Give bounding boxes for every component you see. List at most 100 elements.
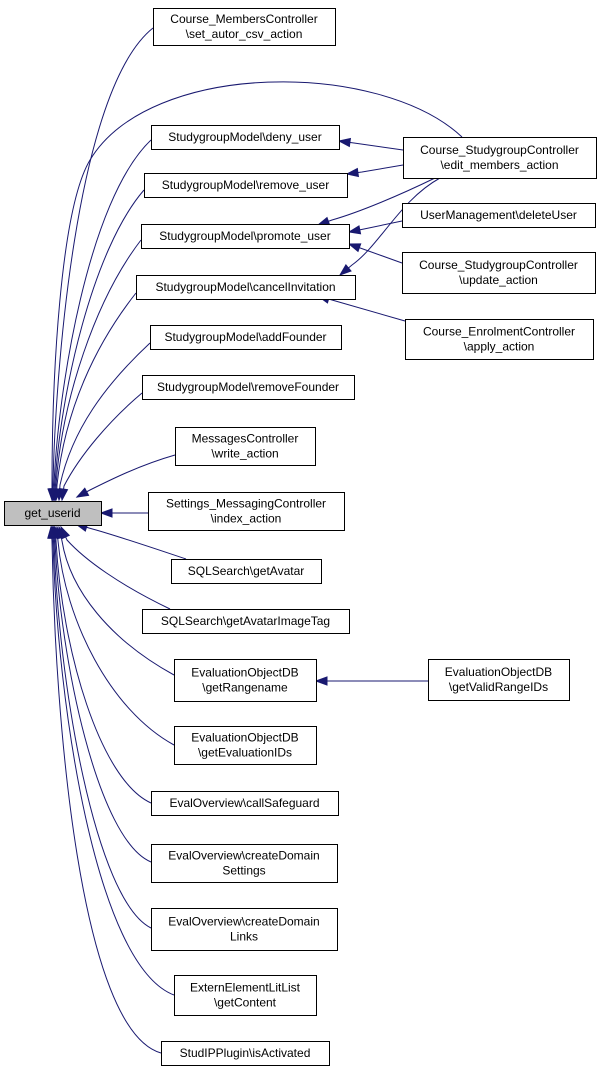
node-cancel-invitation[interactable]: StudygroupModel\cancelInvitation	[136, 275, 356, 300]
node-box	[151, 908, 338, 951]
edge-line	[51, 81, 463, 500]
edge-line	[75, 523, 187, 560]
node-label-line: \getEvaluationIDs	[198, 746, 292, 760]
arrow-head	[47, 488, 57, 502]
node-label-line: EvalOverview\callSafeguard	[169, 796, 319, 810]
node-label-line: Course_MembersController	[170, 12, 317, 26]
edge-eval_ids-to-get_userid	[53, 525, 175, 746]
node-members-csv[interactable]: Course_MembersController\set_autor_csv_a…	[153, 8, 336, 46]
node-label-line: SQLSearch\getAvatarImageTag	[161, 614, 330, 628]
node-label-line: \update_action	[459, 273, 538, 287]
edge-line	[61, 392, 143, 501]
edge-remove_founder-to-get_userid	[58, 392, 143, 502]
edge-line	[54, 526, 152, 804]
node-label-line: Course_StudygroupController	[420, 143, 579, 157]
node-box	[144, 173, 348, 198]
node-eval-rangename[interactable]: EvaluationObjectDB\getRangename	[174, 659, 317, 702]
node-label-line: \set_autor_csv_action	[186, 27, 303, 41]
node-deny-user[interactable]: StudygroupModel\deny_user	[151, 125, 340, 150]
edge-settings_messaging-to-get_userid	[99, 508, 148, 518]
edge-line	[317, 177, 436, 226]
edge-messages_write-to-get_userid	[75, 454, 176, 498]
node-remove-founder[interactable]: StudygroupModel\removeFounder	[142, 375, 355, 400]
edge-line	[55, 292, 137, 501]
node-extern-content[interactable]: ExternElementLitList\getContent	[174, 975, 317, 1016]
edge-remove_user-to-get_userid	[50, 189, 145, 502]
edge-line	[51, 27, 154, 501]
node-usermgmt-delete[interactable]: UserManagement\deleteUser	[402, 203, 596, 228]
node-box	[402, 203, 596, 228]
node-box	[174, 659, 317, 702]
node-box	[141, 224, 350, 249]
arrow-head	[47, 525, 57, 539]
node-sql-avatar[interactable]: SQLSearch\getAvatar	[171, 559, 322, 584]
node-box	[405, 319, 594, 360]
edge-line	[339, 177, 441, 276]
arrow-head	[58, 487, 69, 502]
node-box	[142, 375, 355, 400]
edge-line	[60, 526, 171, 610]
node-label-line: SQLSearch\getAvatar	[188, 564, 305, 578]
node-box	[428, 659, 570, 701]
node-get-userid[interactable]: get_userid	[4, 501, 102, 526]
edge-members_csv-to-get_userid	[48, 27, 154, 502]
node-settings-messaging[interactable]: Settings_MessagingController\index_actio…	[148, 492, 345, 531]
node-sg-update[interactable]: Course_StudygroupController\update_actio…	[402, 252, 596, 294]
node-label-line: \getRangename	[202, 681, 288, 695]
node-eval-valid-range[interactable]: EvaluationObjectDB\getValidRangeIDs	[428, 659, 570, 701]
edge-line	[52, 139, 152, 501]
edge-sql_avatar_tag-to-get_userid	[60, 525, 171, 610]
node-label-line: Settings	[222, 864, 265, 878]
edge-line	[56, 526, 175, 746]
node-label-line: MessagesController	[192, 432, 299, 446]
nodes-layer: get_userid Course_MembersController\set_a…	[4, 8, 597, 1066]
node-sg-edit-members[interactable]: Course_StudygroupController\edit_members…	[403, 137, 597, 179]
node-box	[161, 1041, 330, 1066]
node-add-founder[interactable]: StudygroupModel\addFounder	[150, 325, 342, 350]
node-box	[151, 791, 339, 816]
node-box	[403, 137, 597, 179]
edge-line	[51, 526, 175, 996]
edge-eval_domain_settings-to-get_userid	[50, 525, 152, 863]
arrow-head	[314, 676, 328, 686]
node-promote-user[interactable]: StudygroupModel\promote_user	[141, 224, 350, 249]
node-sql-avatar-tag[interactable]: SQLSearch\getAvatarImageTag	[142, 609, 350, 634]
node-label-line: \edit_members_action	[440, 158, 558, 172]
node-remove-user[interactable]: StudygroupModel\remove_user	[144, 173, 348, 198]
arrow-head	[75, 487, 90, 498]
node-box	[142, 609, 350, 634]
node-label-line: StudygroupModel\remove_user	[162, 178, 329, 192]
node-box	[174, 726, 317, 765]
node-eval-safeguard[interactable]: EvalOverview\callSafeguard	[151, 791, 339, 816]
edges-layer	[47, 27, 463, 1054]
node-box	[174, 975, 317, 1016]
node-box	[153, 8, 336, 46]
node-box	[151, 125, 340, 150]
edge-deny_user-to-get_userid	[49, 139, 152, 502]
node-label-line: \apply_action	[464, 340, 535, 354]
node-box	[4, 501, 102, 526]
node-label-line: EvalOverview\createDomain	[168, 915, 319, 929]
edge-line	[50, 526, 162, 1054]
arrow-head	[345, 167, 360, 178]
node-label-line: Links	[230, 930, 258, 944]
node-enrolment-apply[interactable]: Course_EnrolmentController\apply_action	[405, 319, 594, 360]
node-label-line: EvaluationObjectDB	[191, 666, 298, 680]
node-studip-activated[interactable]: StudIPPlugin\isActivated	[161, 1041, 330, 1066]
node-box	[150, 325, 342, 350]
node-box	[402, 252, 596, 294]
node-eval-ids[interactable]: EvaluationObjectDB\getEvaluationIDs	[174, 726, 317, 765]
node-label-line: EvaluationObjectDB	[191, 731, 298, 745]
edge-line	[53, 526, 152, 863]
node-label-line: \write_action	[211, 447, 278, 461]
node-label-line: StudygroupModel\promote_user	[159, 229, 330, 243]
edge-sg_edit_members-to-remove_user	[345, 164, 404, 178]
edge-eval_domain_links-to-get_userid	[49, 525, 152, 929]
node-label-line: Course_EnrolmentController	[423, 325, 575, 339]
arrow-head	[316, 216, 331, 226]
node-messages-write[interactable]: MessagesController\write_action	[175, 427, 316, 466]
edge-studip_activated-to-get_userid	[47, 525, 162, 1054]
